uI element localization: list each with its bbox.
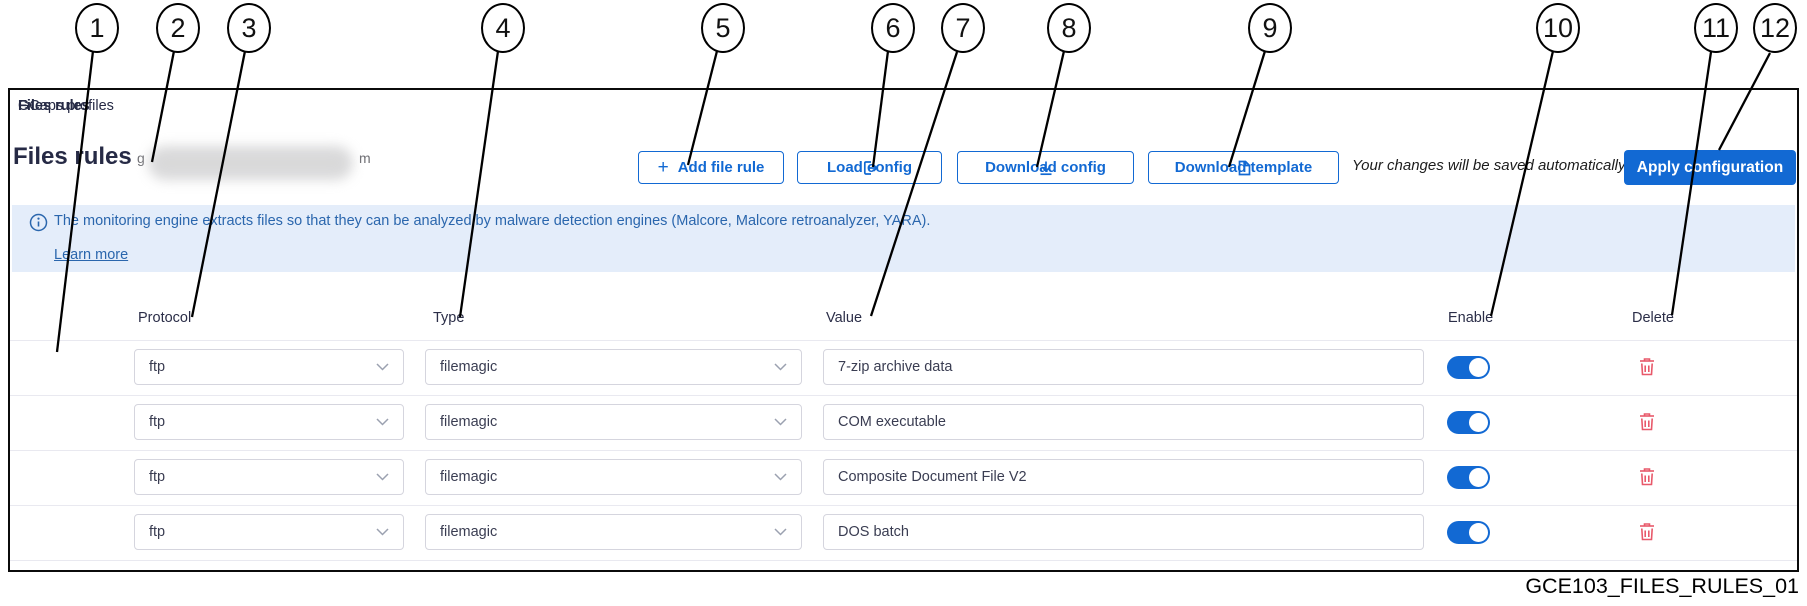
callout-5: 5 xyxy=(701,3,745,53)
page-title: Files rules xyxy=(13,143,132,170)
chevron-down-icon xyxy=(774,363,787,371)
chevron-down-icon xyxy=(774,473,787,481)
breadcrumb-separator: > xyxy=(24,98,33,114)
plus-icon: + xyxy=(657,157,669,178)
download-template-button[interactable]: Download template xyxy=(1148,151,1339,184)
enable-toggle[interactable] xyxy=(1447,466,1490,489)
learn-more-link[interactable]: Learn more xyxy=(54,247,129,263)
protocol-select[interactable]: ftp xyxy=(134,514,404,550)
file-icon xyxy=(1238,160,1250,175)
delete-trash-icon[interactable] xyxy=(1636,466,1658,488)
type-select[interactable]: filemagic xyxy=(425,514,802,550)
toggle-knob xyxy=(1469,523,1488,542)
load-config-button[interactable]: Load config xyxy=(797,151,942,184)
callout-10: 10 xyxy=(1536,3,1580,53)
callout-1: 1 xyxy=(75,3,119,53)
type-select[interactable]: filemagic xyxy=(425,459,802,495)
toggle-knob xyxy=(1469,358,1488,377)
callout-4: 4 xyxy=(481,3,525,53)
value-input[interactable] xyxy=(823,514,1424,550)
banner-message: The monitoring engine extracts files so … xyxy=(54,213,931,229)
figure-caption: GCE103_FILES_RULES_01 xyxy=(1525,574,1799,598)
chevron-down-icon xyxy=(376,473,389,481)
chevron-down-icon xyxy=(774,418,787,426)
column-header-type: Type xyxy=(433,310,465,326)
redacted-profile-name-start: g xyxy=(137,150,145,166)
apply-configuration-button[interactable]: Apply configuration xyxy=(1624,150,1796,185)
chevron-down-icon xyxy=(376,363,389,371)
toggle-knob xyxy=(1469,413,1488,432)
callout-6: 6 xyxy=(871,3,915,53)
protocol-select[interactable]: ftp xyxy=(134,459,404,495)
row-divider xyxy=(10,505,1797,506)
delete-trash-icon[interactable] xyxy=(1636,411,1658,433)
callout-7: 7 xyxy=(941,3,985,53)
app-frame: GCaps profiles>Files rules Files rules g… xyxy=(8,88,1799,572)
row-divider xyxy=(10,340,1797,341)
download-icon xyxy=(1040,161,1051,175)
chevron-down-icon xyxy=(376,418,389,426)
callout-9: 9 xyxy=(1248,3,1292,53)
enable-toggle[interactable] xyxy=(1447,356,1490,379)
chevron-down-icon xyxy=(774,528,787,536)
info-banner: The monitoring engine extracts files so … xyxy=(12,205,1795,272)
column-header-enable: Enable xyxy=(1448,310,1494,326)
callout-12: 12 xyxy=(1753,3,1797,53)
row-divider xyxy=(10,560,1797,561)
row-divider xyxy=(10,450,1797,451)
row-divider xyxy=(10,395,1797,396)
breadcrumb-current: Files rules xyxy=(18,98,90,114)
toggle-knob xyxy=(1469,468,1488,487)
enable-toggle[interactable] xyxy=(1447,521,1490,544)
column-header-value: Value xyxy=(826,310,863,326)
column-header-delete: Delete xyxy=(1632,310,1674,326)
delete-trash-icon[interactable] xyxy=(1636,521,1658,543)
enable-toggle[interactable] xyxy=(1447,411,1490,434)
type-select[interactable]: filemagic xyxy=(425,404,802,440)
chevron-down-icon xyxy=(376,528,389,536)
delete-trash-icon[interactable] xyxy=(1636,356,1658,378)
protocol-select[interactable]: ftp xyxy=(134,404,404,440)
value-input[interactable] xyxy=(823,404,1424,440)
protocol-select[interactable]: ftp xyxy=(134,349,404,385)
add-file-rule-button[interactable]: + Add file rule xyxy=(638,151,784,184)
column-header-protocol: Protocol xyxy=(138,310,192,326)
autosave-note: Your changes will be saved automatically xyxy=(1352,157,1626,174)
file-export-icon xyxy=(863,160,878,175)
callout-11: 11 xyxy=(1694,3,1738,53)
callout-3: 3 xyxy=(227,3,271,53)
redacted-profile-name-end: m xyxy=(359,150,371,166)
callout-2: 2 xyxy=(156,3,200,53)
info-icon xyxy=(29,213,48,232)
type-select[interactable]: filemagic xyxy=(425,349,802,385)
redacted-profile-name-blur xyxy=(148,146,353,180)
download-config-button[interactable]: Download config xyxy=(957,151,1134,184)
value-input[interactable] xyxy=(823,349,1424,385)
callout-8: 8 xyxy=(1047,3,1091,53)
value-input[interactable] xyxy=(823,459,1424,495)
